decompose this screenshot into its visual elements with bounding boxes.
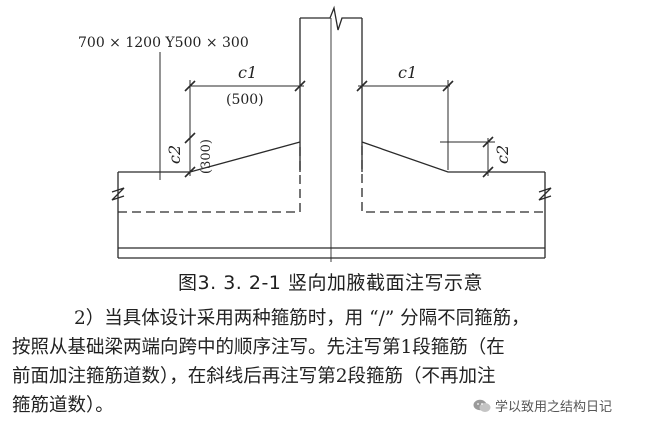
- paragraph-line-2: 按照从基础梁两端向跨中的顺序注写。先注写第1段箍筋（在: [12, 337, 505, 358]
- c1-right-tick-1: [356, 80, 368, 92]
- watermark: 学以致用之结构日记: [469, 395, 617, 416]
- break-mark-right: [538, 187, 552, 201]
- c2-left-value: (300): [199, 139, 214, 174]
- wechat-icon: [473, 399, 491, 412]
- body-paragraph: 2）当具体设计采用两种箍筋时，用 “/” 分隔不同箍筋， 按照从基础梁两端向跨中…: [12, 304, 657, 420]
- c1-right-label: c1: [398, 63, 417, 82]
- break-mark-left: [111, 187, 125, 201]
- c2-left-tick-1: [184, 132, 196, 144]
- c2-right-tick-1: [482, 136, 494, 148]
- watermark-text: 学以致用之结构日记: [495, 400, 613, 415]
- c2-right-tick-2: [482, 166, 494, 178]
- c1-left-tick-1: [184, 80, 196, 92]
- c2-left-tick-2: [184, 166, 196, 178]
- c1-left-value: (500): [226, 92, 264, 108]
- paragraph-line-4: 箍筋道数）。: [12, 395, 114, 416]
- c1-right-tick-2: [442, 80, 454, 92]
- c2-right-label: c2: [493, 145, 512, 164]
- c2-left-label: c2: [165, 145, 184, 164]
- paragraph-line-1: 2）当具体设计采用两种箍筋时，用 “/” 分隔不同箍筋，: [74, 308, 530, 329]
- haunch-section-drawing: 700 × 1200 Y500 × 300 c1 (500) c1 c2 (30…: [78, 5, 552, 262]
- beam-top-right: [361, 141, 545, 173]
- paragraph-line-3: 前面加注箍筋道数），在斜线后再注写第2段箍筋（不再加注: [12, 366, 496, 387]
- stirrup-left-dashed: [118, 146, 301, 213]
- column-break-mark: [300, 5, 362, 31]
- stirrup-right-dashed: [361, 146, 545, 213]
- dimension-label: 700 × 1200 Y500 × 300: [78, 35, 249, 51]
- c1-left-tick-2: [294, 80, 306, 92]
- c1-left-label: c1: [238, 63, 257, 82]
- figure-caption: 图3. 3. 2-1 竖向加腋截面注写示意: [178, 272, 483, 294]
